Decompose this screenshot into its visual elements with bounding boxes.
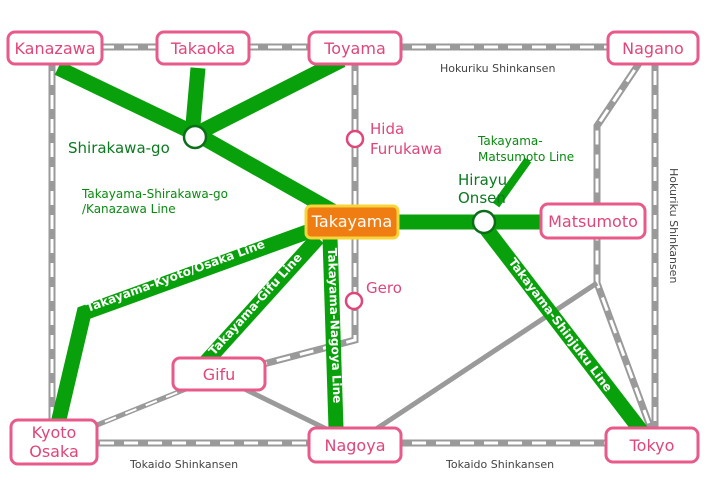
city-label-kyoto: Kyoto	[32, 423, 77, 442]
label-hokuriku-shinkansen-top: Hokuriku Shinkansen	[440, 62, 555, 75]
city-toyama[interactable]: Toyama	[307, 30, 403, 66]
caption-matsumoto-line-1: Takayama-	[477, 134, 543, 148]
station-label-shirakawago: Shirakawa-go	[68, 139, 170, 157]
city-label-toyama: Toyama	[323, 39, 386, 58]
city-tokyo[interactable]: Tokyo	[604, 426, 700, 464]
line-takayama-nagoya	[322, 237, 344, 429]
city-label-osaka: Osaka	[29, 442, 79, 461]
city-kyoto-osaka[interactable]: Kyoto Osaka	[9, 418, 99, 466]
city-nagano[interactable]: Nagano	[606, 30, 700, 66]
takayama-hub[interactable]: Takayama	[304, 204, 400, 240]
hub-label: Takayama	[311, 212, 392, 231]
line-takayama-gifu	[198, 232, 324, 370]
station-label-furukawa: Furukawa	[370, 140, 442, 158]
line-toyama-shirakawago	[188, 53, 346, 143]
city-takaoka[interactable]: Takaoka	[155, 30, 251, 66]
line-label-nagoya: Takayama-Nagoya Line	[325, 248, 344, 404]
city-matsumoto[interactable]: Matsumoto	[539, 202, 647, 240]
city-label-matsumoto: Matsumoto	[548, 212, 638, 231]
caption-matsumoto-line-2: Matsumoto Line	[478, 150, 574, 164]
city-label-nagoya: Nagoya	[325, 436, 386, 455]
station-label-hida: Hida	[370, 120, 404, 138]
city-label-takaoka: Takaoka	[170, 39, 235, 58]
city-gifu[interactable]: Gifu	[171, 356, 267, 392]
city-label-kanazawa: Kanazawa	[14, 39, 95, 58]
station-dot-gero[interactable]	[344, 291, 364, 311]
label-tokaido-shinkansen-right: Tokaido Shinkansen	[445, 458, 554, 471]
bus-lines	[48, 53, 648, 437]
station-label-hirayu-1: Hirayu	[458, 171, 507, 189]
station-dot-shirakawago[interactable]	[182, 124, 208, 150]
line-takayama-shinjuku	[478, 221, 648, 437]
station-dot-hirayu[interactable]	[471, 209, 497, 235]
city-label-nagano: Nagano	[622, 39, 684, 58]
line-hirayu-upper	[492, 157, 532, 208]
caption-shirakawago-line-1: Takayama-Shirakawa-go	[81, 187, 228, 201]
line-takayama-kyoto	[48, 220, 321, 434]
station-label-hirayu-2: Onsen	[458, 189, 506, 207]
matsumoto-nagoya-rail	[353, 280, 599, 446]
city-label-gifu: Gifu	[203, 365, 236, 384]
station-dot-hida-furukawa[interactable]	[345, 129, 365, 149]
city-nagoya[interactable]: Nagoya	[307, 426, 403, 464]
caption-shirakawago-line-2: /Kanazawa Line	[82, 202, 176, 216]
line-label-kyoto-osaka: Takayama-Kyoto/Osaka Line	[84, 237, 266, 315]
station-label-gero: Gero	[366, 279, 402, 297]
city-kanazawa[interactable]: Kanazawa	[6, 30, 104, 66]
label-hokuriku-shinkansen-side: Hokuriku Shinkansen	[667, 168, 680, 283]
city-label-tokyo: Tokyo	[629, 436, 675, 455]
label-tokaido-shinkansen-left: Tokaido Shinkansen	[129, 458, 238, 471]
line-takaoka-shirakawago	[184, 67, 206, 137]
